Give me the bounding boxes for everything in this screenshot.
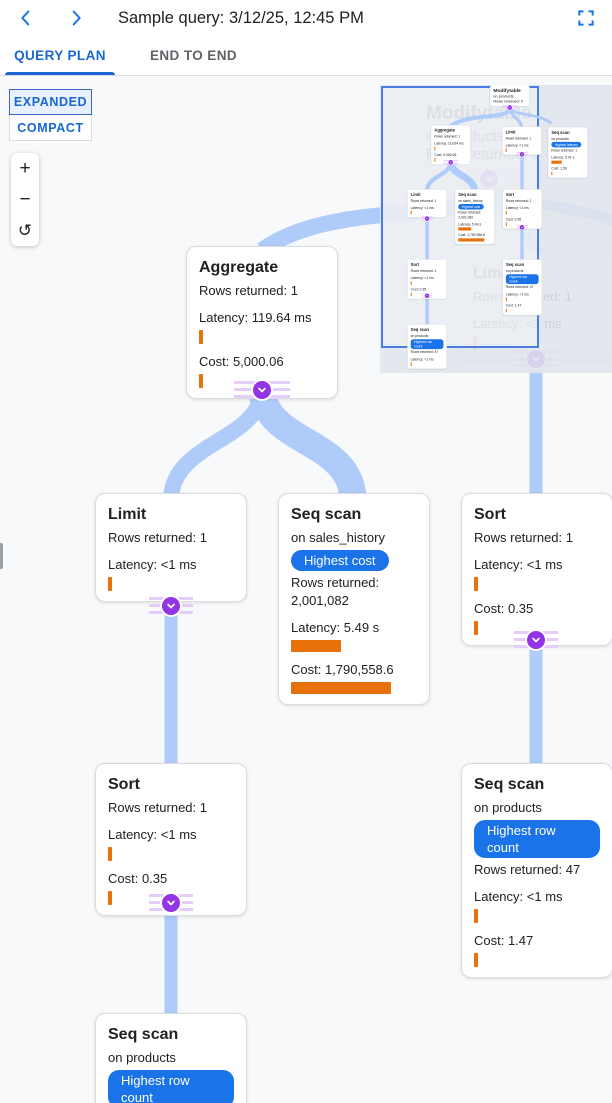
node-latency: Latency: <1 ms	[108, 827, 197, 842]
plan-node-sort-left[interactable]: Sort Rows returned: 1 Latency: <1 ms Cos…	[95, 763, 247, 916]
plan-node-seq-scan-products-bottom[interactable]: Seq scan on products Highest row count R…	[95, 1013, 247, 1103]
node-table: on products	[108, 1050, 176, 1065]
active-tab-underline	[5, 72, 115, 75]
node-cost: Cost: 1,790,558.6	[291, 662, 394, 677]
node-table: on products	[474, 800, 542, 815]
edge-aggregate-limit	[163, 390, 270, 500]
node-rows: Rows returned: 1	[108, 800, 207, 815]
tab-label: QUERY PLAN	[14, 48, 106, 63]
node-latency: Latency: 5.49 s	[291, 620, 380, 635]
compact-button[interactable]: COMPACT	[9, 115, 92, 141]
node-title: Seq scan	[291, 506, 362, 523]
junction-sort-right	[514, 628, 558, 651]
view-toggle: EXPANDED COMPACT	[9, 89, 92, 141]
node-latency: Latency: <1 ms	[474, 557, 563, 572]
node-rows: Rows returned: 47	[474, 862, 581, 877]
node-latency: Latency: 119.64 ms	[199, 310, 312, 325]
highest-row-count-badge: Highest row count	[474, 820, 600, 858]
collapse-chevron-icon[interactable]	[525, 628, 547, 651]
cost-bar	[291, 682, 391, 694]
left-scroll-indicator[interactable]	[0, 543, 3, 569]
junction-sort-left	[149, 891, 193, 914]
node-rows: Rows returned: 2,001,082	[291, 575, 380, 608]
highest-cost-badge: Highest cost	[291, 550, 389, 571]
node-title: Seq scan	[474, 776, 545, 793]
junction-limit-left	[149, 594, 193, 617]
latency-bar	[108, 847, 112, 861]
expanded-button[interactable]: EXPANDED	[9, 89, 92, 115]
node-latency: Latency: <1 ms	[474, 889, 563, 904]
collapse-chevron-icon[interactable]	[251, 378, 273, 401]
node-cost: Cost: 1.47	[474, 933, 534, 948]
node-title: Seq scan	[108, 1026, 179, 1043]
minimap-viewport-rect[interactable]	[381, 86, 539, 348]
node-title: Limit	[108, 506, 147, 523]
node-table: on sales_history	[291, 530, 385, 545]
tab-end-to-end[interactable]: END TO END	[120, 36, 267, 75]
node-cost: Cost: 0.35	[108, 871, 168, 886]
forward-chevron-icon[interactable]	[64, 6, 88, 30]
zoom-controls: + − ↺	[11, 153, 39, 246]
plan-node-limit-left[interactable]: Limit Rows returned: 1 Latency: <1 ms	[95, 493, 247, 602]
cost-bar	[474, 953, 478, 967]
plan-node-seq-scan-products-right[interactable]: Seq scan on products Highest row count R…	[461, 763, 612, 978]
reset-zoom-button[interactable]: ↺	[17, 220, 33, 240]
tab-query-plan[interactable]: QUERY PLAN	[0, 36, 120, 75]
node-title: Aggregate	[199, 259, 279, 276]
back-chevron-icon[interactable]	[14, 6, 38, 30]
node-cost: Cost: 0.35	[474, 601, 534, 616]
edge-aggregate-seqscan	[248, 389, 367, 500]
highest-row-count-badge: Highest row count	[108, 1070, 234, 1103]
tab-label: END TO END	[150, 48, 238, 63]
latency-bar	[291, 640, 341, 652]
node-rows: Rows returned: 1	[199, 283, 298, 298]
plan-node-seq-scan-sales[interactable]: Seq scan on sales_history Highest cost R…	[278, 493, 430, 705]
latency-bar	[474, 909, 478, 923]
header: Sample query: 3/12/25, 12:45 PM	[0, 0, 612, 36]
tab-bar: QUERY PLAN END TO END	[0, 36, 612, 76]
latency-bar	[474, 577, 478, 591]
cost-bar	[108, 891, 112, 905]
cost-bar	[474, 621, 478, 635]
zoom-in-button[interactable]: +	[19, 157, 31, 179]
cost-bar	[199, 374, 203, 388]
collapse-chevron-icon[interactable]	[160, 594, 182, 617]
latency-bar	[108, 577, 112, 591]
zoom-out-button[interactable]: −	[19, 188, 31, 210]
node-title: Sort	[474, 506, 506, 523]
node-rows: Rows returned: 1	[474, 530, 573, 545]
node-rows: Rows returned: 1	[108, 530, 207, 545]
junction-aggregate	[234, 378, 290, 401]
plan-node-aggregate[interactable]: Aggregate Rows returned: 1 Latency: 119.…	[186, 246, 338, 399]
plan-node-sort-right[interactable]: Sort Rows returned: 1 Latency: <1 ms Cos…	[461, 493, 612, 646]
node-latency: Latency: <1 ms	[108, 557, 197, 572]
latency-bar	[199, 330, 203, 344]
collapse-chevron-icon[interactable]	[160, 891, 182, 914]
node-title: Sort	[108, 776, 140, 793]
page-title: Sample query: 3/12/25, 12:45 PM	[118, 8, 364, 27]
fullscreen-icon[interactable]	[574, 6, 598, 30]
node-cost: Cost: 5,000.06	[199, 354, 284, 369]
